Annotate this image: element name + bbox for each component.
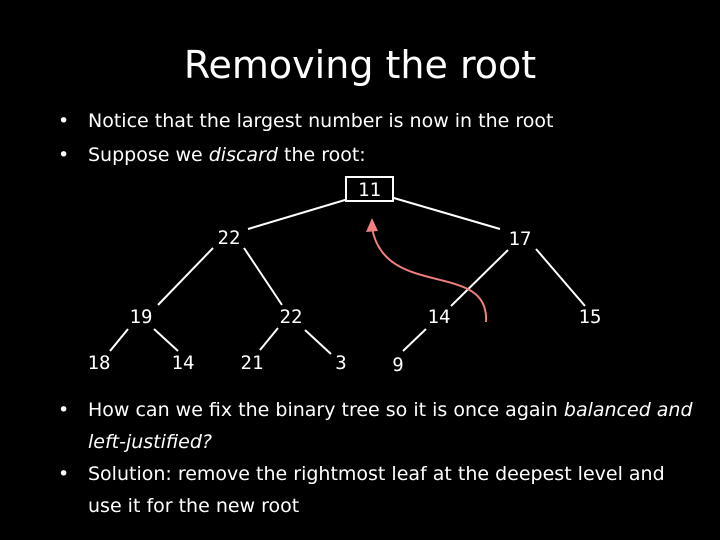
- edge-rl-rll: [402, 328, 427, 352]
- edge-right-rr: [535, 248, 586, 307]
- move-arrow-path: [371, 227, 488, 323]
- node-llr: 14: [172, 352, 195, 374]
- edge-root-left: [247, 196, 356, 230]
- edge-lr-lrr: [304, 329, 332, 355]
- bullet-question-pre: How can we fix the binary tree so it is …: [88, 399, 564, 421]
- tree-edges: [109, 195, 586, 355]
- bullet-solution-text: Solution: remove the rightmost leaf at t…: [88, 463, 665, 517]
- bullet-suppose-pre: Suppose we: [88, 144, 209, 166]
- node-ll: 19: [130, 306, 153, 328]
- bullet-notice-text: Notice that the largest number is now in…: [88, 110, 554, 132]
- bullet-solution: Solution: remove the rightmost leaf at t…: [56, 458, 696, 522]
- root-node-box: [345, 176, 394, 202]
- edge-right-rl: [450, 249, 509, 307]
- edge-left-lr: [243, 247, 283, 306]
- node-rll: 9: [392, 354, 403, 376]
- bullet-question-emphasis: balanced and left-justified?: [88, 399, 693, 453]
- edge-lr-lrl: [259, 327, 279, 351]
- node-rl: 14: [428, 306, 451, 328]
- bullet-notice: Notice that the largest number is now in…: [56, 104, 553, 138]
- node-lr: 22: [280, 306, 303, 328]
- bullet-question: How can we fix the binary tree so it is …: [56, 394, 696, 458]
- node-lll: 18: [88, 352, 111, 374]
- bullet-suppose-post: the root:: [277, 144, 366, 166]
- edge-root-right: [386, 195, 501, 230]
- edge-ll-llr: [153, 328, 179, 352]
- edge-left-ll: [157, 247, 214, 306]
- move-arrow-head: [366, 218, 378, 232]
- node-left: 22: [218, 227, 241, 249]
- node-right: 17: [509, 228, 532, 250]
- bullet-suppose-emphasis: discard: [208, 144, 278, 166]
- top-bullet-list: Notice that the largest number is now in…: [56, 104, 553, 172]
- move-arrow: [366, 218, 488, 323]
- tree-nodes: 11 22 17 19 22 14 15 18 14 21 3 9: [88, 179, 602, 376]
- node-lrl: 21: [241, 352, 264, 374]
- bullet-suppose: Suppose we discard the root:: [56, 138, 553, 172]
- slide-title: Removing the root: [183, 43, 537, 87]
- node-lrr: 3: [335, 352, 346, 374]
- node-rr: 15: [579, 306, 602, 328]
- node-root: 11: [358, 179, 381, 201]
- bottom-bullet-list: How can we fix the binary tree so it is …: [56, 394, 696, 522]
- edge-ll-lll: [109, 328, 129, 352]
